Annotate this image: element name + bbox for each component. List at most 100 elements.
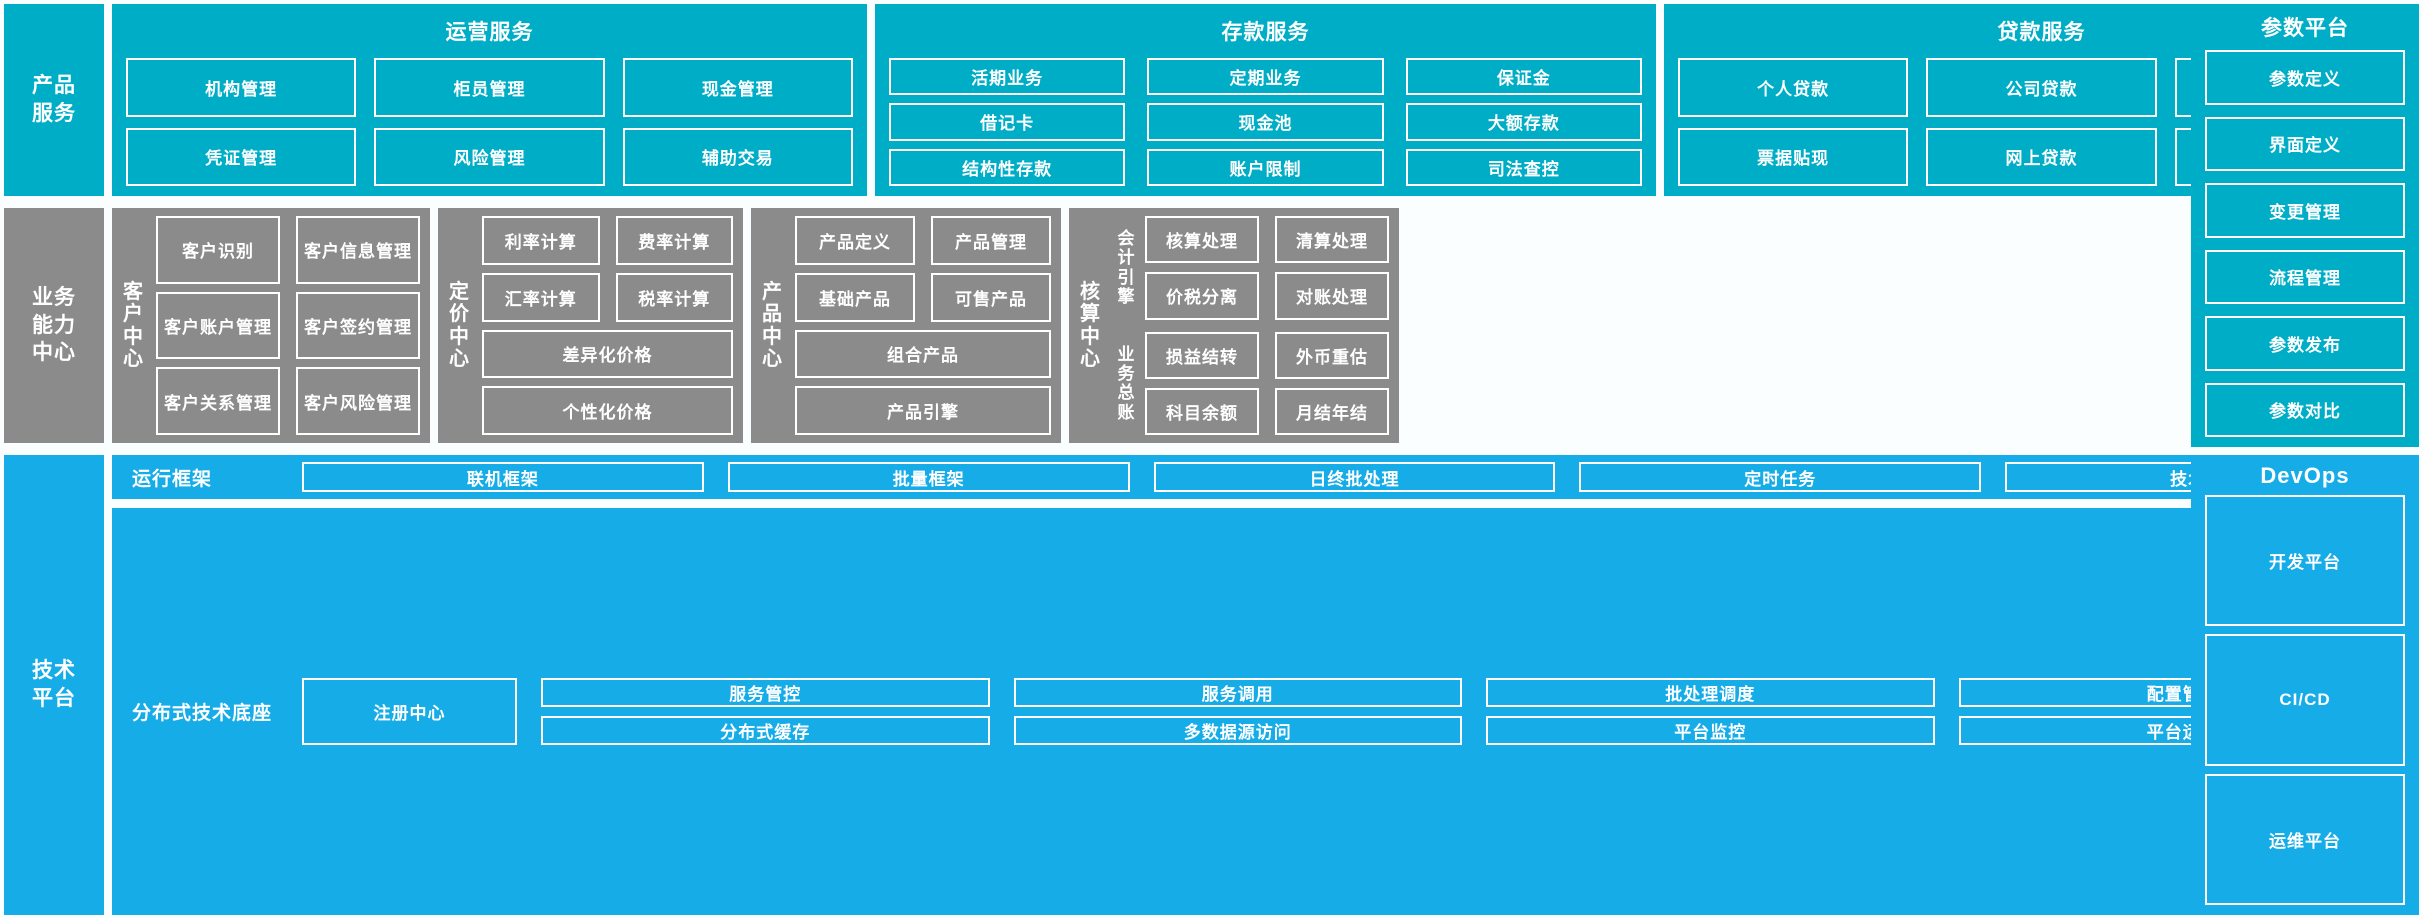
parameter-item[interactable]: 流程管理 — [2205, 249, 2405, 304]
service-box[interactable]: 定期业务 — [1147, 58, 1384, 96]
capability-box[interactable]: 客户识别 — [156, 216, 280, 284]
product-services-band: 产品 服务 运营服务 机构管理 柜员管理 现金管理 凭证管理 风险管理 辅助交易 — [0, 4, 2423, 196]
center-product-vertical-label: 产品中心 — [762, 280, 782, 370]
rail-product-services: 产品 服务 — [4, 4, 104, 196]
capability-box[interactable]: 对账处理 — [1275, 272, 1389, 320]
capability-box[interactable]: 客户账户管理 — [156, 291, 280, 360]
parameter-item[interactable]: 参数发布 — [2205, 316, 2405, 371]
capability-box[interactable]: 核算处理 — [1145, 216, 1259, 264]
capability-row: 产品引擎 — [795, 386, 1051, 435]
capability-row: 基础产品 可售产品 — [795, 272, 1051, 322]
capability-row: 科目余额 月结年结 — [1145, 387, 1389, 435]
parameter-item[interactable]: 参数对比 — [2205, 382, 2405, 437]
capability-box[interactable]: 基础产品 — [795, 272, 915, 322]
capability-box[interactable]: 损益结转 — [1145, 331, 1259, 379]
accounting-group-ledger: 业务总账 损益结转 外币重估 科目余额 月结年结 — [1113, 331, 1389, 435]
devops-item[interactable]: CI/CD — [2205, 634, 2405, 766]
operation-services-row: 凭证管理 风险管理 辅助交易 — [126, 127, 853, 186]
capability-box[interactable]: 可售产品 — [931, 272, 1051, 322]
service-box[interactable]: 现金池 — [1147, 103, 1384, 141]
accounting-sublabel-engine: 会计引擎 — [1117, 229, 1135, 307]
capability-box[interactable]: 清算处理 — [1275, 216, 1389, 264]
capability-box[interactable]: 费率计算 — [615, 216, 733, 265]
section-devops: DevOps 开发平台 CI/CD 运维平台 — [2191, 455, 2419, 915]
tech-box[interactable]: 服务管控 — [541, 678, 990, 707]
capability-row: 差异化价格 — [482, 329, 733, 379]
service-box[interactable]: 账户限制 — [1147, 148, 1384, 186]
service-box[interactable]: 保证金 — [1405, 58, 1642, 96]
operation-services-row: 机构管理 柜员管理 现金管理 — [126, 58, 853, 117]
capability-row: 客户识别 客户信息管理 — [156, 216, 420, 284]
section-title-deposit-services: 存款服务 — [1221, 21, 1310, 44]
devops-list: 开发平台 CI/CD 运维平台 — [2205, 495, 2405, 905]
capability-box[interactable]: 产品管理 — [931, 216, 1051, 265]
center-customer-body: 客户识别 客户信息管理 客户账户管理 客户签约管理 客户关系管理 客户风险管理 — [156, 216, 420, 436]
distributed-base-column: 批处理调度 平台监控 — [1486, 678, 1935, 745]
rail-line-2: 服务 — [32, 102, 76, 125]
service-box[interactable]: 柜员管理 — [374, 58, 605, 117]
parameter-item[interactable]: 参数定义 — [2205, 50, 2405, 105]
tech-box[interactable]: 联机框架 — [302, 462, 704, 492]
service-box[interactable]: 活期业务 — [889, 58, 1126, 96]
section-operation-services: 运营服务 机构管理 柜员管理 现金管理 凭证管理 风险管理 辅助交易 — [112, 4, 867, 196]
rail-business-capability: 业务 能力 中心 — [4, 208, 104, 443]
capability-box[interactable]: 客户信息管理 — [296, 216, 420, 284]
service-box[interactable]: 风险管理 — [374, 127, 605, 186]
tech-box[interactable]: 日终批处理 — [1153, 462, 1556, 492]
deposit-services-grid: 活期业务 定期业务 保证金 借记卡 现金池 大额存款 结构性存款 账户限制 司法… — [889, 58, 1642, 186]
parameter-item[interactable]: 界面定义 — [2205, 116, 2405, 171]
band-runtime-framework: 运行框架 联机框架 批量框架 日终批处理 定时任务 技术组件 — [112, 455, 2419, 499]
capability-box[interactable]: 产品引擎 — [795, 386, 1051, 435]
capability-box[interactable]: 利率计算 — [482, 216, 600, 265]
tech-box[interactable]: 批量框架 — [727, 462, 1130, 492]
capability-box[interactable]: 科目余额 — [1145, 387, 1259, 435]
tech-box[interactable]: 多数据源访问 — [1013, 716, 1462, 745]
service-box[interactable]: 大额存款 — [1405, 103, 1642, 141]
capability-box[interactable]: 月结年结 — [1275, 387, 1389, 435]
service-box[interactable]: 票据贴现 — [1678, 127, 1909, 186]
service-box[interactable]: 个人贷款 — [1678, 58, 1909, 117]
center-product-body: 产品定义 产品管理 基础产品 可售产品 组合产品 产品引擎 — [795, 216, 1051, 435]
accounting-engine-rows: 核算处理 清算处理 价税分离 对账处理 — [1145, 216, 1389, 320]
capability-box[interactable]: 差异化价格 — [482, 329, 733, 379]
service-box[interactable]: 借记卡 — [889, 103, 1126, 141]
tech-box[interactable]: 定时任务 — [1579, 462, 1982, 492]
tech-box-registry-center[interactable]: 注册中心 — [302, 678, 517, 745]
tech-box[interactable]: 分布式缓存 — [541, 716, 990, 745]
capability-box[interactable]: 客户关系管理 — [156, 367, 280, 436]
service-box[interactable]: 辅助交易 — [622, 127, 853, 186]
tech-platform-columns: 运行框架 联机框架 批量框架 日终批处理 定时任务 技术组件 分布式技术底座 注… — [112, 455, 2419, 915]
capability-box[interactable]: 组合产品 — [795, 329, 1051, 379]
tech-box[interactable]: 服务调用 — [1013, 678, 1462, 707]
service-box[interactable]: 网上贷款 — [1926, 127, 2157, 186]
service-box[interactable]: 凭证管理 — [126, 127, 357, 186]
capability-row: 损益结转 外币重估 — [1145, 331, 1389, 379]
capability-box[interactable]: 税率计算 — [615, 272, 733, 322]
devops-item[interactable]: 开发平台 — [2205, 495, 2405, 627]
capability-box[interactable]: 外币重估 — [1275, 331, 1389, 379]
tech-box[interactable]: 批处理调度 — [1486, 678, 1935, 707]
tech-box[interactable]: 平台监控 — [1486, 716, 1935, 745]
capability-row: 利率计算 费率计算 — [482, 216, 733, 265]
parameter-item[interactable]: 变更管理 — [2205, 183, 2405, 238]
service-box[interactable]: 公司贷款 — [1926, 58, 2157, 117]
rail-line-3: 中心 — [32, 341, 76, 365]
capability-box[interactable]: 客户风险管理 — [296, 367, 420, 436]
capability-box[interactable]: 客户签约管理 — [296, 291, 420, 360]
capability-box[interactable]: 价税分离 — [1145, 272, 1259, 320]
capability-box[interactable]: 汇率计算 — [482, 272, 600, 322]
capability-box[interactable]: 产品定义 — [795, 216, 915, 265]
capability-box[interactable]: 个性化价格 — [482, 386, 733, 435]
service-box[interactable]: 司法查控 — [1405, 148, 1642, 186]
deposit-services-row: 结构性存款 账户限制 司法查控 — [889, 148, 1642, 186]
service-box[interactable]: 现金管理 — [622, 58, 853, 117]
devops-item[interactable]: 运维平台 — [2205, 773, 2405, 905]
center-product: 产品中心 产品定义 产品管理 基础产品 可售产品 组合产品 产品引擎 — [751, 208, 1061, 443]
distributed-base-columns: 服务管控 分布式缓存 服务调用 多数据源访问 批处理调度 平台监控 配置管理 — [541, 678, 2407, 745]
distributed-base-column: 服务调用 多数据源访问 — [1013, 678, 1462, 745]
service-box[interactable]: 机构管理 — [126, 58, 357, 117]
service-box[interactable]: 结构性存款 — [889, 148, 1126, 186]
rail-tech-platform: 技术 平台 — [4, 455, 104, 915]
capability-row: 核算处理 清算处理 — [1145, 216, 1389, 264]
